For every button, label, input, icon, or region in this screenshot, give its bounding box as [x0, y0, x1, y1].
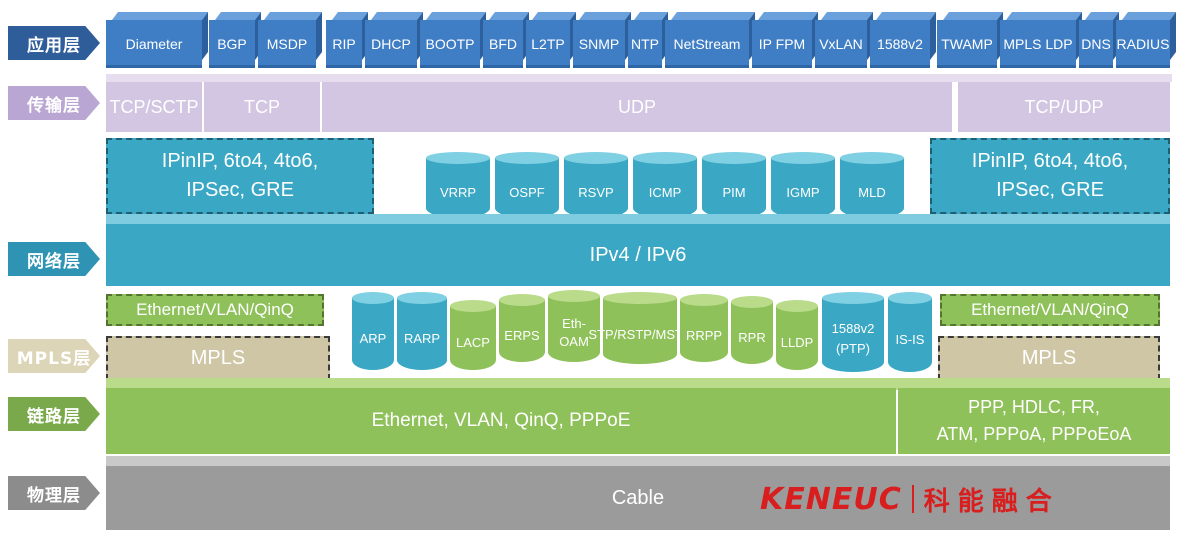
tunnel-left-line2: IPSec, GRE: [186, 179, 294, 201]
app-protocol-diameter: Diameter: [106, 20, 202, 68]
keneuc-logo: KENEUC 科能融合: [760, 478, 1100, 520]
link-main: Ethernet, VLAN, QinQ, PPPoE: [106, 388, 896, 454]
cylinder-rrpp: RRPP: [680, 294, 728, 362]
cylinder-ospf: OSPF: [495, 152, 559, 218]
cylinder-label: STP/RSTP/MSTP: [588, 298, 692, 364]
mpls-right: MPLS: [938, 336, 1160, 380]
tunnel-right-line2: IPSec, GRE: [996, 179, 1104, 201]
cylinder-label: ARP: [352, 298, 394, 370]
cylinder-rarp: RARP: [397, 292, 447, 370]
cylinder-is-is: IS-IS: [888, 292, 932, 372]
link-right-line1: PPP, HDLC, FR,: [968, 397, 1100, 417]
physical-cable: Cable: [106, 466, 1170, 530]
cylinder-1588v2-ptp: 1588v2 (PTP): [822, 292, 884, 372]
app-protocol-netstream: NetStream: [665, 20, 749, 68]
app-protocol-bootp: BOOTP: [420, 20, 480, 68]
transport-tcp-sctp: TCP/SCTP: [106, 82, 202, 132]
app-protocol-rip: RIP: [326, 20, 362, 68]
layer-tag-application: 应用层: [8, 26, 100, 60]
logo-chinese: 科能融合: [923, 486, 1060, 517]
cylinder-eth-oam: Eth-OAM: [548, 290, 600, 362]
logo-divider: [911, 485, 914, 513]
layer-tag-network: 网络层: [8, 242, 100, 276]
app-protocol-twamp: TWAMP: [937, 20, 997, 68]
transport-udp: UDP: [322, 82, 952, 132]
cylinder-rpr: RPR: [731, 296, 773, 364]
tunnel-left-line1: IPinIP, 6to4, 4to6,: [161, 150, 319, 172]
network-tunnel-right: IPinIP, 6to4, 4to6, IPSec, GRE: [930, 138, 1170, 214]
app-protocol-dns: DNS: [1079, 20, 1113, 68]
cylinder-label: RPR: [731, 302, 773, 364]
cylinder-label: VRRP: [426, 158, 490, 218]
physical-bar-top: [106, 456, 1170, 468]
app-protocol-l2tp: L2TP: [526, 20, 570, 68]
cylinder-label: ICMP: [633, 158, 697, 218]
link-right: PPP, HDLC, FR, ATM, PPPoA, PPPoEoA: [898, 388, 1170, 454]
cylinder-lldp: LLDP: [776, 300, 818, 370]
network-ip-bar-top: [106, 214, 1170, 224]
app-protocol-dhcp: DHCP: [365, 20, 417, 68]
cylinder-label: MLD: [840, 158, 904, 218]
network-ip-bar: IPv4 / IPv6: [106, 224, 1170, 286]
cylinder-label: IGMP: [771, 158, 835, 218]
layer-tag-mpls: MPLS层: [8, 339, 100, 373]
app-protocol-vxlan: VxLAN: [815, 20, 867, 68]
app-protocol-ip-fpm: IP FPM: [752, 20, 812, 68]
app-protocol-snmp: SNMP: [573, 20, 625, 68]
cylinder-label: ERPS: [499, 300, 545, 362]
mpls-left: MPLS: [106, 336, 330, 380]
cylinder-stp-rstp-mstp: STP/RSTP/MSTP: [588, 292, 692, 364]
transport-tcp: TCP: [204, 82, 320, 132]
cylinder-label: OSPF: [495, 158, 559, 218]
cylinder-label: RSVP: [564, 158, 628, 218]
cylinder-label: PIM: [702, 158, 766, 218]
cylinder-label: LACP: [450, 306, 496, 370]
cylinder-pim: PIM: [702, 152, 766, 218]
cylinder-label: LLDP: [776, 306, 818, 370]
app-protocol-bgp: BGP: [209, 20, 255, 68]
app-protocol-1588v2: 1588v2: [870, 20, 930, 68]
cylinder-label: Eth-OAM: [548, 296, 600, 362]
link-right-line2: ATM, PPPoA, PPPoEoA: [936, 424, 1132, 444]
cylinder-label: IS-IS: [888, 298, 932, 372]
transport-shadow: [106, 74, 1172, 82]
cylinder-mld: MLD: [840, 152, 904, 218]
tunnel-right-line1: IPinIP, 6to4, 4to6,: [971, 150, 1129, 172]
transport-tcp-udp: TCP/UDP: [958, 82, 1170, 132]
app-protocol-radius: RADIUS: [1116, 20, 1170, 68]
layer-tag-transport: 传输层: [8, 86, 100, 120]
cylinder-erps: ERPS: [499, 294, 545, 362]
app-protocol-ntp: NTP: [628, 20, 662, 68]
cylinder-label: 1588v2 (PTP): [822, 298, 884, 372]
cylinder-label: RARP: [397, 298, 447, 370]
layer-tag-physical: 物理层: [8, 476, 100, 510]
cylinder-rsvp: RSVP: [564, 152, 628, 218]
app-protocol-msdp: MSDP: [258, 20, 316, 68]
cylinder-lacp: LACP: [450, 300, 496, 370]
app-protocol-bfd: BFD: [483, 20, 523, 68]
logo-brand: KENEUC: [760, 481, 902, 517]
ethernet-vlan-qinq-left: Ethernet/VLAN/QinQ: [106, 294, 324, 326]
cylinder-arp: ARP: [352, 292, 394, 370]
layer-tag-link: 链路层: [8, 397, 100, 431]
cylinder-vrrp: VRRP: [426, 152, 490, 218]
cylinder-icmp: ICMP: [633, 152, 697, 218]
ethernet-vlan-qinq-right: Ethernet/VLAN/QinQ: [940, 294, 1160, 326]
cylinder-igmp: IGMP: [771, 152, 835, 218]
cylinder-label: RRPP: [680, 300, 728, 362]
app-protocol-mpls-ldp: MPLS LDP: [1000, 20, 1076, 68]
network-tunnel-left: IPinIP, 6to4, 4to6, IPSec, GRE: [106, 138, 374, 214]
link-bar-top: [106, 378, 1170, 390]
